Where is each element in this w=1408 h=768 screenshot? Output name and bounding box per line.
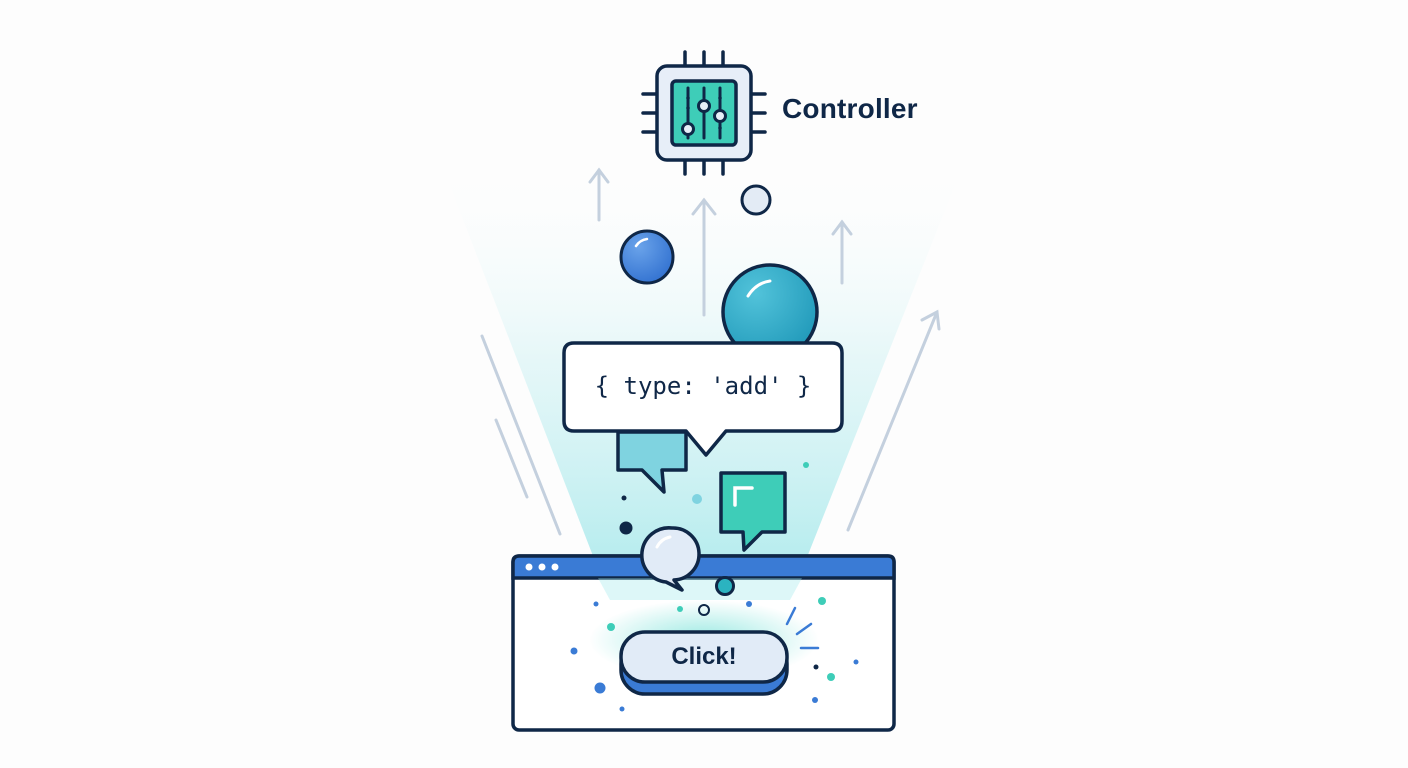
arrow-up-icon xyxy=(588,167,610,184)
window-dot xyxy=(525,563,533,571)
arrow-up-icon xyxy=(831,219,853,236)
message-payload: { type: 'add' } xyxy=(594,372,812,400)
arrow-diagonal-icon xyxy=(846,310,939,532)
chat-bubble-icon xyxy=(640,526,701,592)
arrow-up-icon xyxy=(691,197,717,216)
message-bubble-shape xyxy=(562,341,844,457)
window-dot xyxy=(538,563,546,571)
arrow-diagonal-icon xyxy=(920,309,941,331)
chip-sliders-icon xyxy=(641,50,767,176)
controller-label: Controller xyxy=(782,93,918,124)
click-burst xyxy=(785,606,820,650)
chat-bubble-icon xyxy=(616,430,688,494)
small-outline-sphere xyxy=(740,184,772,216)
click-button-shape xyxy=(619,630,789,684)
motion-line xyxy=(494,418,529,499)
chat-bubble-icon xyxy=(719,471,787,552)
upward-arrows xyxy=(480,167,941,536)
click-button[interactable]: Click! xyxy=(671,643,737,670)
motion-line xyxy=(480,334,562,536)
blue-sphere xyxy=(619,229,675,285)
window-dot xyxy=(551,563,559,571)
particles xyxy=(570,462,859,712)
